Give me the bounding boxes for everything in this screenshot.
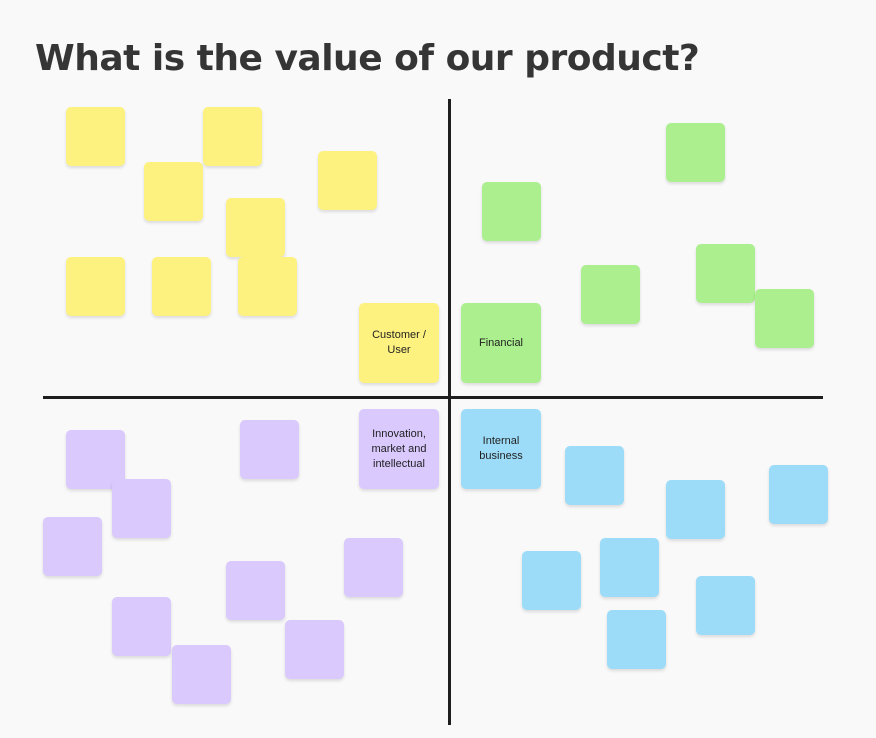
page-title: What is the value of our product? [35,38,700,79]
sticky-note-innovation-8[interactable] [285,620,344,679]
sticky-note-internal-1[interactable] [565,446,624,505]
sticky-note-innovation-6[interactable] [226,561,285,620]
sticky-note-financial-3[interactable] [696,244,755,303]
sticky-note-internal-6[interactable] [696,576,755,635]
quadrant-label-customer: Customer / User [372,329,426,356]
sticky-note-innovation-2[interactable] [240,420,299,479]
sticky-note-internal-business[interactable]: Internal business [461,409,541,489]
sticky-note-financial[interactable]: Financial [461,303,541,383]
sticky-note-internal-4[interactable] [600,538,659,597]
sticky-note-customer-4[interactable] [318,151,377,210]
sticky-note-innovation[interactable]: Innovation, market and intellectual [359,409,439,489]
sticky-note-innovation-9[interactable] [172,645,231,704]
sticky-note-customer-8[interactable] [238,257,297,316]
quadrant-label-internal: Internal business [479,435,523,462]
sticky-note-customer-3[interactable] [144,162,203,221]
sticky-note-innovation-5[interactable] [344,538,403,597]
sticky-note-internal-3[interactable] [666,480,725,539]
sticky-note-customer-6[interactable] [66,257,125,316]
sticky-note-financial-4[interactable] [581,265,640,324]
sticky-note-internal-7[interactable] [607,610,666,669]
sticky-note-innovation-7[interactable] [112,597,171,656]
sticky-note-innovation-4[interactable] [43,517,102,576]
sticky-note-customer-1[interactable] [66,107,125,166]
quadrant-label-innovation: Innovation, market and intellectual [371,427,427,470]
sticky-note-customer-2[interactable] [203,107,262,166]
sticky-note-financial-2[interactable] [482,182,541,241]
sticky-note-internal-5[interactable] [522,551,581,610]
sticky-note-internal-2[interactable] [769,465,828,524]
sticky-note-customer-5[interactable] [226,198,285,257]
sticky-note-innovation-3[interactable] [112,479,171,538]
sticky-note-financial-5[interactable] [755,289,814,348]
sticky-note-customer-7[interactable] [152,257,211,316]
horizontal-axis [43,396,823,399]
sticky-note-financial-1[interactable] [666,123,725,182]
sticky-note-customer-user[interactable]: Customer / User [359,303,439,383]
quadrant-label-financial: Financial [478,336,524,349]
vertical-axis [448,99,451,725]
